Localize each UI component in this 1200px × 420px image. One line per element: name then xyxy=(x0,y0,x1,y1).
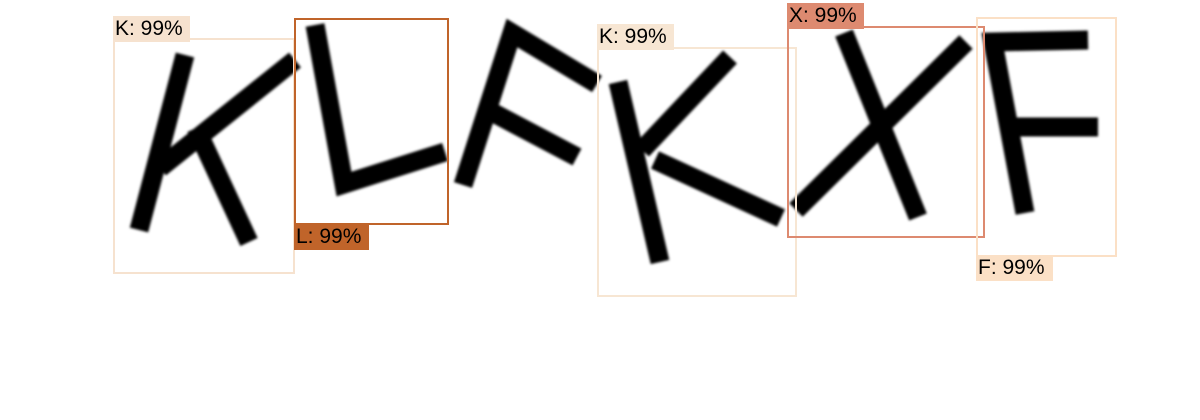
detection-label-x: X: 99% xyxy=(787,3,864,29)
detection-label-k-left: K: 99% xyxy=(113,16,190,42)
detection-label-f-right: F: 99% xyxy=(976,255,1053,281)
detection-box-k-middle xyxy=(597,47,797,297)
glyph-x xyxy=(789,29,973,221)
glyph-l xyxy=(305,23,448,197)
glyph-f-right xyxy=(981,30,1098,215)
detection-label-k-middle: K: 99% xyxy=(597,24,674,50)
glyph-k-middle xyxy=(608,50,785,265)
detection-label-l: L: 99% xyxy=(294,224,369,250)
detection-box-f-right xyxy=(976,17,1117,257)
glyph-k-left xyxy=(129,52,301,247)
detection-box-x xyxy=(787,26,985,238)
detection-box-l xyxy=(294,18,449,225)
glyph-f-middle xyxy=(453,18,602,188)
detection-box-k-left xyxy=(113,38,295,274)
